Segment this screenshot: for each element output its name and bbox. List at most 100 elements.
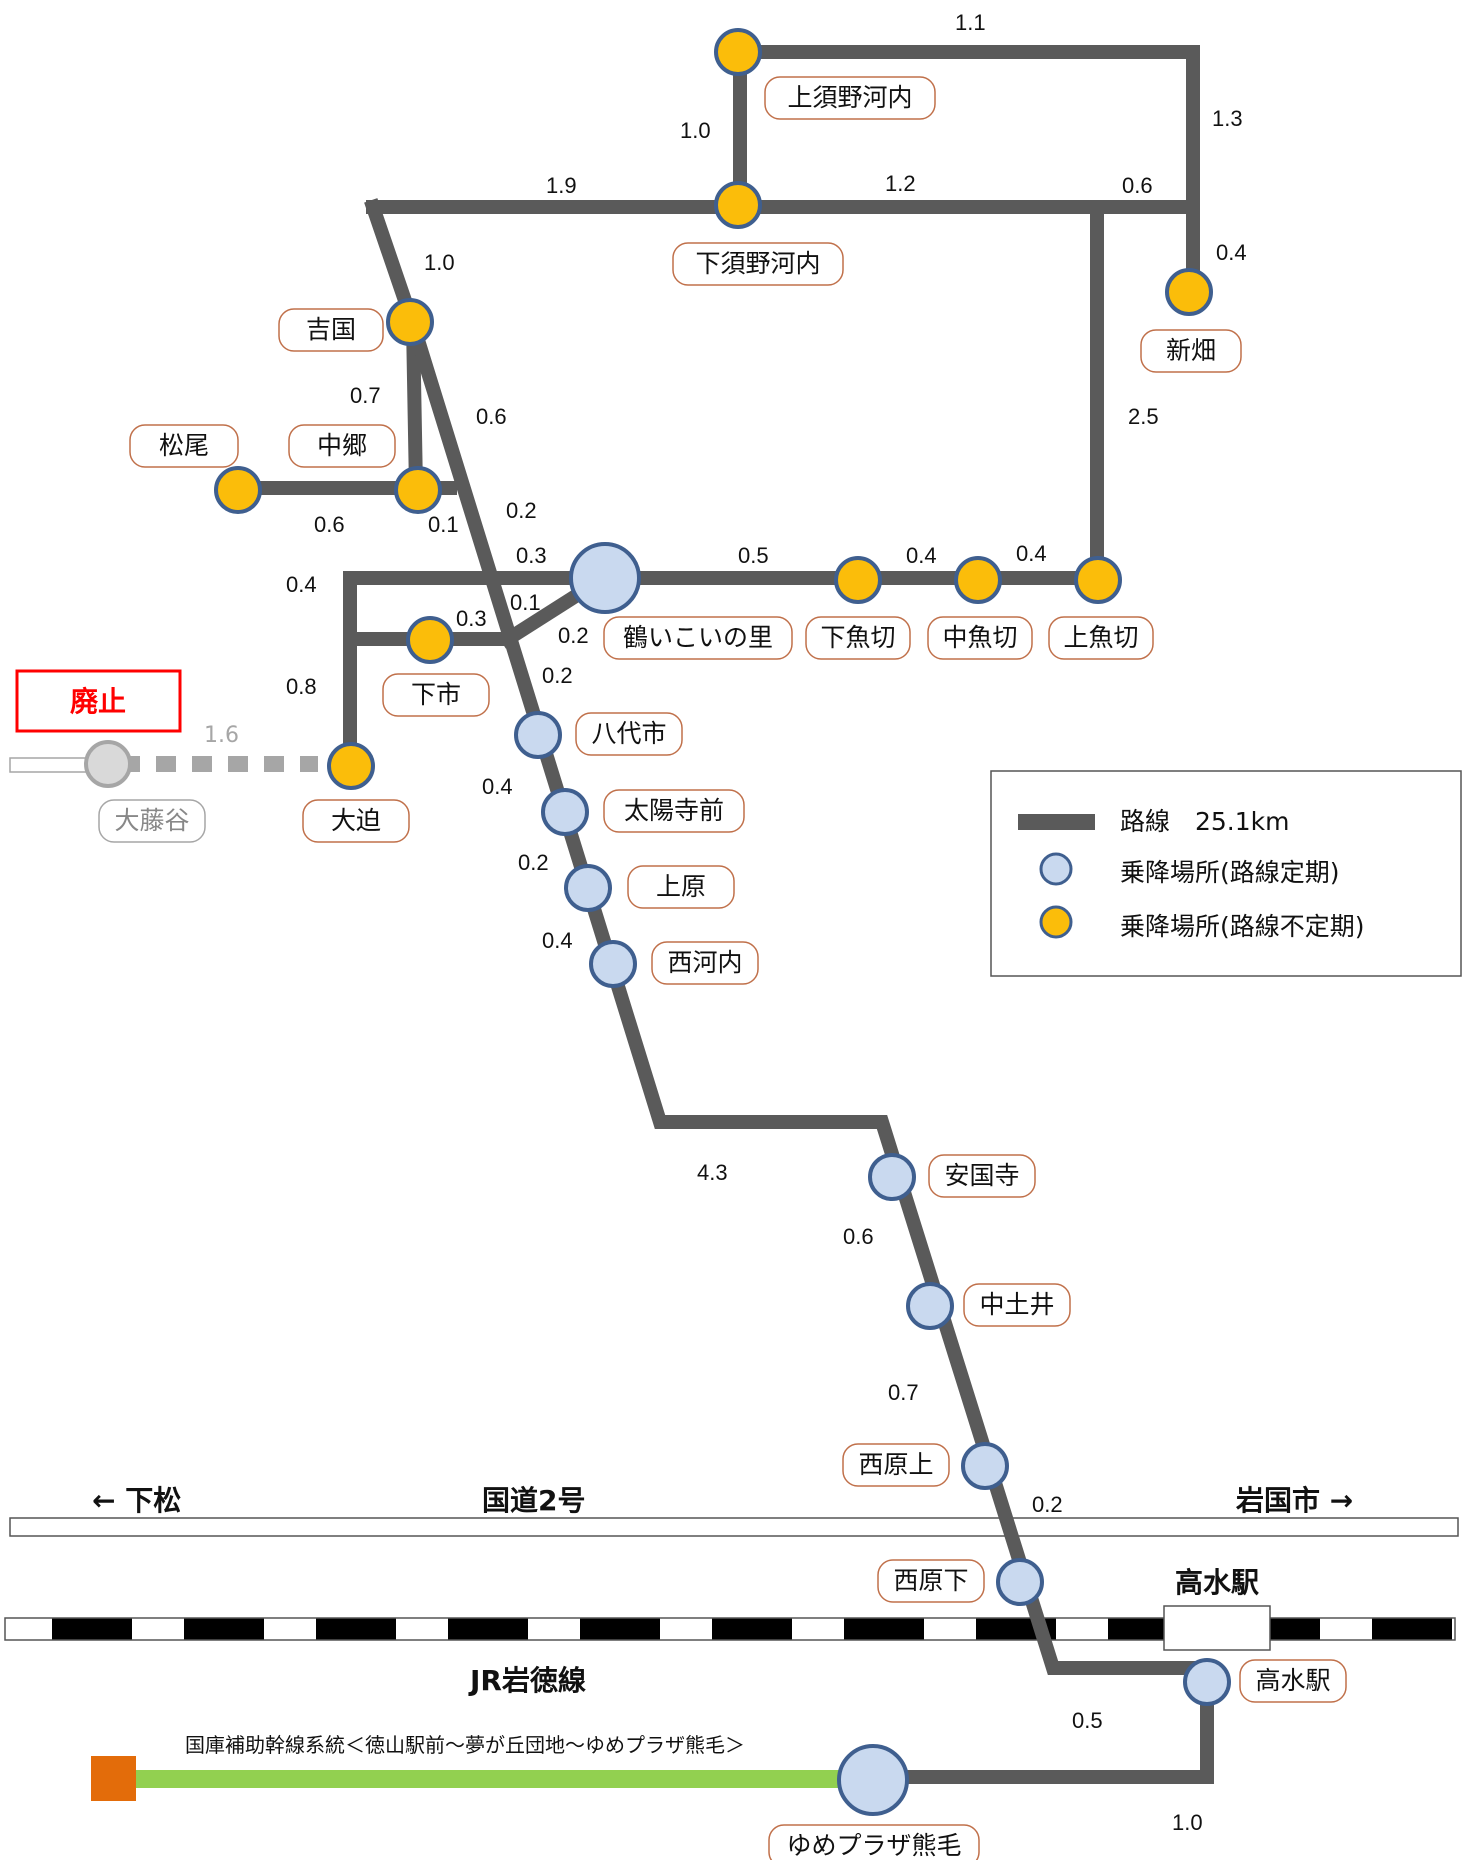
label-uehara: 上原	[627, 865, 735, 909]
label-kami-uokiri: 上魚切	[1048, 616, 1154, 660]
stop-tsuru[interactable]	[569, 542, 641, 614]
distance-label: 0.2	[1032, 1492, 1063, 1517]
stop-yume[interactable]	[837, 1744, 909, 1816]
svg-text:下市: 下市	[411, 680, 461, 709]
stop-yashiroichi[interactable]	[514, 711, 562, 759]
distance-label: 0.8	[286, 674, 317, 699]
distance-label: 0.4	[286, 572, 317, 597]
national-road-2	[9, 1517, 1459, 1537]
stop-nishihara-kami[interactable]	[961, 1442, 1009, 1490]
distance-label: 1.0	[680, 118, 711, 143]
stop-shinbata[interactable]	[1165, 268, 1213, 316]
label-taiyoji: 太陽寺前	[603, 789, 745, 833]
distance-label: 0.2	[518, 850, 549, 875]
stop-ankokuji[interactable]	[868, 1153, 916, 1201]
trunk-line-name: 国庫補助幹線系統＜徳山駅前～夢が丘団地～ゆめプラザ熊毛＞	[185, 1733, 745, 1757]
distance-label: 1.0	[1172, 1810, 1203, 1835]
stop-kami-sunano[interactable]	[714, 28, 762, 76]
label-nishikawachi: 西河内	[651, 941, 759, 985]
label-yoshikuni: 吉国	[278, 308, 384, 352]
distance-label-abolished: 1.6	[204, 723, 239, 748]
stop-kami-uokiri[interactable]	[1074, 556, 1122, 604]
legend: 路線 25.1km 乗降場所(路線定期) 乗降場所(路線不定期)	[990, 770, 1462, 977]
label-naka-uokiri: 中魚切	[927, 616, 1033, 660]
svg-text:中土井: 中土井	[979, 1290, 1054, 1319]
stop-naka-uokiri[interactable]	[954, 556, 1002, 604]
road-right-direction: 岩国市 →	[1235, 1484, 1353, 1517]
legend-regular-swatch	[1039, 852, 1073, 886]
legend-regular-label: 乗降場所(路線定期)	[1120, 858, 1340, 887]
rail-name: JR岩徳線	[468, 1664, 586, 1697]
label-takamizu: 高水駅	[1239, 1659, 1347, 1703]
label-nakago: 中郷	[288, 424, 396, 468]
svg-text:上魚切: 上魚切	[1063, 623, 1138, 652]
svg-text:新畑: 新畑	[1166, 336, 1216, 365]
svg-text:安国寺: 安国寺	[944, 1161, 1019, 1190]
label-shinbata: 新畑	[1140, 329, 1242, 373]
label-yashiroichi: 八代市	[575, 712, 683, 756]
svg-text:太陽寺前: 太陽寺前	[624, 796, 724, 825]
station-labels: 上須野河内 下須野河内 新畑 吉国 松尾 中郷 鶴いこいの里 下魚切	[98, 76, 1347, 1860]
stop-matsuo[interactable]	[214, 466, 262, 514]
svg-text:松尾: 松尾	[159, 431, 209, 460]
stop-uehara[interactable]	[564, 864, 612, 912]
label-osako: 大迫	[302, 799, 410, 843]
stop-yoshikuni[interactable]	[386, 298, 434, 346]
stop-nakadoi[interactable]	[906, 1282, 954, 1330]
label-nakadoi: 中土井	[963, 1283, 1071, 1327]
label-tsuru: 鶴いこいの里	[603, 616, 793, 660]
stop-nishikawachi[interactable]	[589, 940, 637, 988]
legend-irregular-swatch	[1039, 905, 1073, 939]
svg-text:高水駅: 高水駅	[1255, 1666, 1330, 1695]
distance-label: 0.2	[558, 623, 589, 648]
label-shimo-sunano: 下須野河内	[672, 242, 844, 286]
stop-shimo-sunano[interactable]	[714, 181, 762, 229]
distance-label: 0.1	[428, 512, 459, 537]
distance-label: 0.3	[516, 543, 547, 568]
distance-label: 0.1	[510, 590, 541, 615]
distance-label: 0.6	[314, 512, 345, 537]
svg-text:下魚切: 下魚切	[820, 623, 895, 652]
stop-nakago[interactable]	[394, 466, 442, 514]
stop-shimoichi[interactable]	[406, 616, 454, 664]
abolished-box: 廃止	[15, 669, 182, 733]
distance-label: 1.3	[1212, 106, 1243, 131]
distance-label: 1.2	[885, 171, 916, 196]
abolished-label: 廃止	[70, 685, 126, 718]
svg-text:西河内: 西河内	[667, 948, 742, 977]
distance-label: 0.2	[542, 663, 573, 688]
svg-text:中魚切: 中魚切	[942, 623, 1017, 652]
stop-osako[interactable]	[327, 742, 375, 790]
svg-text:下須野河内: 下須野河内	[695, 249, 820, 278]
label-shimoichi: 下市	[382, 673, 490, 717]
distance-label: 0.4	[542, 928, 573, 953]
trunk-line-terminal	[91, 1756, 136, 1801]
distance-label: 0.4	[482, 774, 513, 799]
svg-text:大藤谷: 大藤谷	[114, 806, 189, 835]
legend-irregular-label: 乗降場所(路線不定期)	[1120, 912, 1365, 941]
road-left-direction: ← 下松	[92, 1484, 181, 1517]
svg-text:西原下: 西原下	[893, 1566, 968, 1595]
legend-route-label: 路線 25.1km	[1120, 807, 1290, 836]
jr-gantoku-line	[4, 1617, 1456, 1641]
svg-text:ゆめプラザ熊毛: ゆめプラザ熊毛	[786, 1831, 961, 1860]
svg-text:中郷: 中郷	[317, 431, 367, 460]
distance-label: 1.1	[955, 10, 986, 35]
distance-label: 0.6	[1122, 173, 1153, 198]
svg-text:八代市: 八代市	[591, 719, 666, 748]
distance-label: 0.3	[456, 606, 487, 631]
stop-takamizu[interactable]	[1183, 1658, 1231, 1706]
distance-label: 0.5	[1072, 1708, 1103, 1733]
distance-label: 0.6	[476, 404, 507, 429]
distance-label: 0.7	[888, 1380, 919, 1405]
stop-taiyoji[interactable]	[541, 788, 589, 836]
stop-shimo-uokiri[interactable]	[834, 556, 882, 604]
distance-label: 0.6	[843, 1224, 874, 1249]
stop-nishihara-shimo[interactable]	[996, 1558, 1044, 1606]
stops	[214, 28, 1231, 1816]
label-nishihara-shimo: 西原下	[877, 1559, 985, 1603]
distance-label: 0.4	[1216, 240, 1247, 265]
distance-label: 1.9	[546, 173, 577, 198]
distance-label: 1.0	[424, 250, 455, 275]
